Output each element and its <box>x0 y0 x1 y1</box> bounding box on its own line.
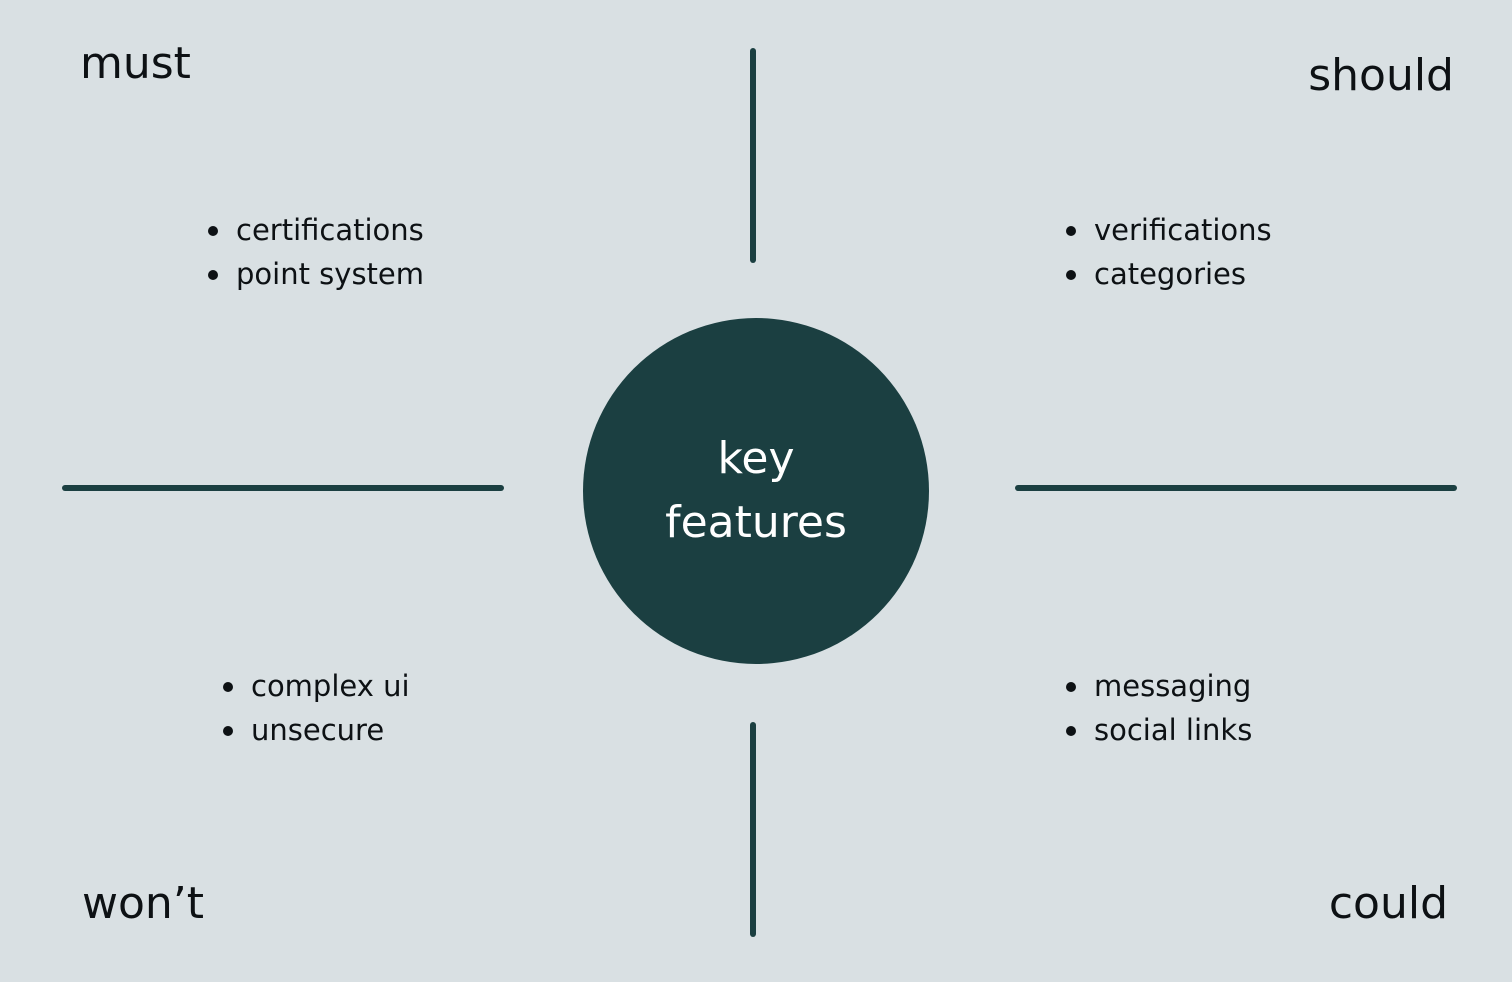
should-quadrant-title: should <box>1308 50 1454 101</box>
could-feature-list: messaging social links <box>1064 664 1252 752</box>
should-feature-list: verifications categories <box>1064 208 1272 296</box>
list-item: social links <box>1064 708 1252 752</box>
could-quadrant-title: could <box>1328 878 1448 929</box>
list-item: verifications <box>1064 208 1272 252</box>
left-divider-line <box>62 485 504 491</box>
top-divider-line <box>750 48 756 263</box>
list-item: complex ui <box>221 664 410 708</box>
center-label-line2: features <box>665 497 847 548</box>
list-item: point system <box>206 252 424 296</box>
list-item: unsecure <box>221 708 410 752</box>
right-divider-line <box>1015 485 1457 491</box>
wont-feature-list: complex ui unsecure <box>221 664 410 752</box>
key-features-circle: key features <box>583 318 929 664</box>
bottom-divider-line <box>750 722 756 937</box>
wont-quadrant-title: won’t <box>82 878 205 929</box>
must-feature-list: certifications point system <box>206 208 424 296</box>
list-item: messaging <box>1064 664 1252 708</box>
list-item: categories <box>1064 252 1272 296</box>
center-label-line1: key <box>717 433 795 484</box>
list-item: certifications <box>206 208 424 252</box>
must-quadrant-title: must <box>80 38 191 89</box>
